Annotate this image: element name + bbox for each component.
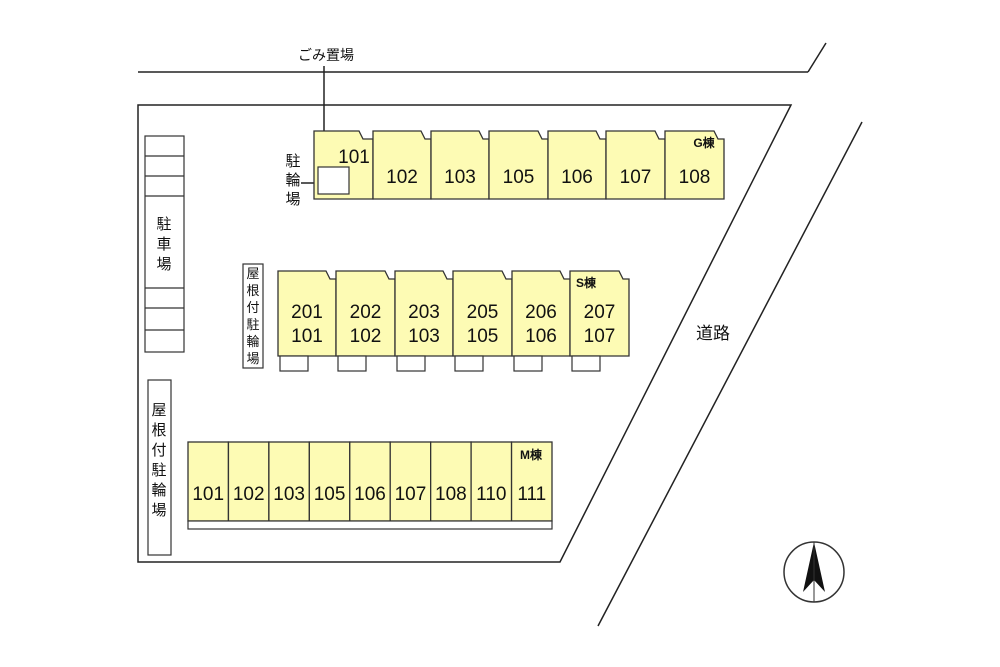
- unit-g-105: [488, 130, 549, 200]
- road-edge-right: [597, 121, 863, 627]
- parking-lot-label-2: 車: [156, 236, 171, 253]
- covered-bicycle-parking-left-label: 屋根付駐輪場: [151, 402, 166, 519]
- covered-bicycle-parking-left-area: [147, 379, 172, 556]
- unit-s-porch: [571, 355, 601, 372]
- unit-number: 101: [192, 484, 224, 505]
- parking-lot-label-1: 駐: [156, 216, 171, 233]
- unit-m-107: [389, 441, 432, 522]
- unit-number-lower: 103: [408, 326, 440, 347]
- unit-number-lower: 102: [350, 326, 382, 347]
- north-arrow-icon: [783, 541, 845, 603]
- road-label: 道路: [696, 324, 730, 343]
- unit-number: 102: [233, 484, 265, 505]
- unit-m-108: [430, 441, 472, 522]
- unit-number: 106: [561, 167, 593, 188]
- unit-number-upper: 203: [408, 302, 440, 323]
- building-s: 201 101 202 102 203 103 205 105 206 106 207 107 S棟: [277, 270, 630, 372]
- unit-s-207: [569, 270, 630, 357]
- parking-label-bg: [150, 212, 179, 274]
- road-edge-top-diagonal: [807, 42, 827, 73]
- unit-g-106: [547, 130, 607, 200]
- unit-number: 103: [444, 167, 476, 188]
- property-boundary: [137, 104, 793, 563]
- unit-number: 102: [386, 167, 418, 188]
- unit-m-103: [268, 441, 310, 522]
- covered-bicycle-parking-middle: 屋根付駐輪場: [242, 263, 264, 369]
- unit-number: 106: [354, 484, 386, 505]
- unit-m-110: [470, 441, 513, 522]
- unit-number-upper: 201: [291, 302, 323, 323]
- unit-number: 108: [679, 167, 711, 188]
- covered-bicycle-parking-left: 屋根付駐輪場: [147, 379, 172, 556]
- building-m: 101 102 103 105 106 107 108 110 111 M棟: [187, 441, 553, 530]
- unit-number: 108: [435, 484, 467, 505]
- unit-m-106: [349, 441, 391, 522]
- building-s-tag: S棟: [576, 275, 597, 290]
- unit-number-upper: 205: [467, 302, 499, 323]
- building-m-tag: M棟: [520, 447, 543, 462]
- unit-number: 105: [314, 484, 346, 505]
- covered-bicycle-parking-middle-area: [242, 263, 264, 369]
- unit-g-103: [430, 130, 490, 200]
- unit-number-upper: 206: [525, 302, 557, 323]
- unit-s-porch: [279, 355, 309, 372]
- unit-g-102: [372, 130, 432, 200]
- bicycle-parking-box: [317, 166, 350, 195]
- unit-g-108: [664, 130, 725, 200]
- unit-number: 103: [273, 484, 305, 505]
- unit-s-porch: [337, 355, 367, 372]
- unit-number: 105: [503, 167, 535, 188]
- unit-number: 107: [620, 167, 652, 188]
- covered-bicycle-parking-middle-label: 屋根付駐輪場: [246, 266, 259, 366]
- unit-number-lower: 106: [525, 326, 557, 347]
- bicycle-parking: 駐輪場: [285, 153, 318, 208]
- unit-number: 110: [476, 484, 506, 505]
- bicycle-parking-label: 駐輪場: [285, 153, 300, 208]
- unit-number: 101: [338, 147, 370, 168]
- unit-number-lower: 101: [291, 326, 323, 347]
- parking-lot: 駐 車 場: [144, 135, 185, 353]
- unit-number: 107: [395, 484, 427, 505]
- building-m-walkway: [187, 520, 553, 530]
- unit-m-101: [187, 441, 230, 522]
- unit-m-105: [308, 441, 351, 522]
- building-g: 101 102 103 105 106 107 108 G棟: [313, 130, 725, 200]
- unit-s-porch: [454, 355, 484, 372]
- unit-number-lower: 107: [584, 326, 616, 347]
- parking-dividers: [145, 155, 184, 331]
- unit-number-upper: 207: [584, 302, 616, 323]
- building-g-tag: G棟: [693, 135, 715, 150]
- parking-lot-label-3: 場: [156, 256, 171, 273]
- unit-number: 111: [517, 484, 546, 505]
- unit-m-102: [227, 441, 270, 522]
- unit-number-lower: 105: [467, 326, 499, 347]
- garbage-area-label: ごみ置場: [298, 47, 354, 63]
- unit-g-107: [605, 130, 666, 200]
- unit-s-porch: [396, 355, 426, 372]
- unit-number-upper: 202: [350, 302, 382, 323]
- unit-s-porch: [513, 355, 543, 372]
